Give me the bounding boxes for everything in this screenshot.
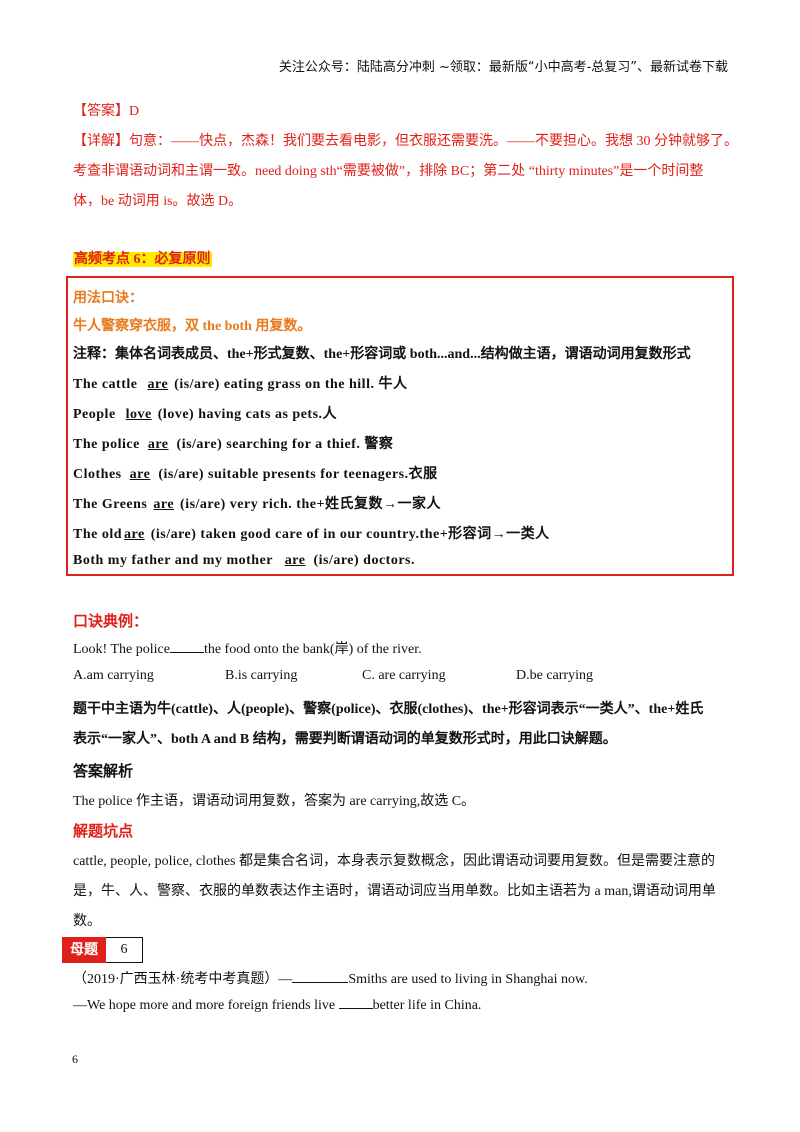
section-title-wrap: 高频考点 6：必复原则 (73, 248, 212, 268)
pitfall-line-2: 是，牛、人、警察、衣服的单数表达作主语时，谓语动词应当用单数。比如主语若为 a … (73, 884, 716, 899)
page-number: 6 (72, 1052, 78, 1066)
example-section-title: 口诀典例： (73, 614, 149, 630)
answer-blank (292, 982, 349, 983)
box-note: 注释：集体名词表成员、the+形式复数、the+形容词或 both...and.… (73, 347, 691, 362)
analysis-title: 答案解析 (73, 764, 134, 780)
pitfall-line-3: 数。 (73, 914, 101, 929)
pitfall-title: 解题坑点 (73, 824, 134, 840)
usage-rhyme-box (66, 276, 734, 576)
example-answer: are (284, 553, 306, 568)
example-explain-line-2: 表示“一家人”、both A and B 结构，需要判断谓语动词的单复数形式时，… (73, 732, 617, 747)
example-answer: are (147, 437, 169, 452)
box-rhyme: 牛人警察穿衣服，双 the both 用复数。 (73, 319, 312, 334)
mother-question-badge: 母题 6 (62, 937, 143, 963)
mother-question-number: 6 (106, 937, 143, 963)
answer-detail-line-2: 考查非谓语动词和主谓一致。need doing sth“需要被做”，排除 BC；… (73, 164, 704, 179)
example-answer: are (147, 377, 169, 392)
example-answer: are (124, 527, 145, 542)
example-answer: are (153, 497, 175, 512)
example-answer: are (129, 467, 151, 482)
example-row: People love(love) having cats as pets.人 (73, 407, 338, 422)
pitfall-line-1: cattle, people, police, clothes 都是集合名词，本… (73, 854, 715, 869)
box-title: 用法口诀： (73, 291, 143, 306)
answer-label: 【答案】D (73, 104, 140, 119)
section-title: 高频考点 6：必复原则 (73, 252, 212, 267)
answer-blank (338, 1008, 373, 1009)
answer-blank (169, 652, 204, 653)
example-row: The cattle are(is/are) eating grass on t… (73, 377, 408, 392)
mother-question-line-1: （2019·广西玉林·统考中考真题）—Smiths are used to li… (73, 972, 588, 987)
option-d: D.be carrying (516, 668, 593, 683)
option-c: C. are carrying (362, 668, 446, 683)
example-explain-line-1: 题干中主语为牛(cattle)、人(people)、警察(police)、衣服(… (73, 702, 704, 717)
option-a: A.am carrying (73, 668, 154, 683)
mother-question-line-2: —We hope more and more foreign friends l… (73, 998, 482, 1013)
analysis-text: The police 作主语，谓语动词用复数，答案为 are carrying,… (73, 794, 476, 809)
answer-detail-line-1: 【详解】句意：——快点，杰森！我们要去看电影，但衣服还需要洗。——不要担心。我想… (73, 134, 738, 149)
example-row: Both my father and my mother are(is/are)… (73, 553, 416, 568)
option-b: B.is carrying (225, 668, 298, 683)
mother-question-label: 母题 (62, 937, 106, 963)
example-answer: love (125, 407, 152, 422)
page-header: 关注公众号：陆陆高分冲刺 ~领取：最新版“小中高考-总复习”、最新试卷下载 (278, 60, 728, 75)
answer-detail-line-3: 体，be 动词用 is。故选 D。 (73, 194, 243, 209)
